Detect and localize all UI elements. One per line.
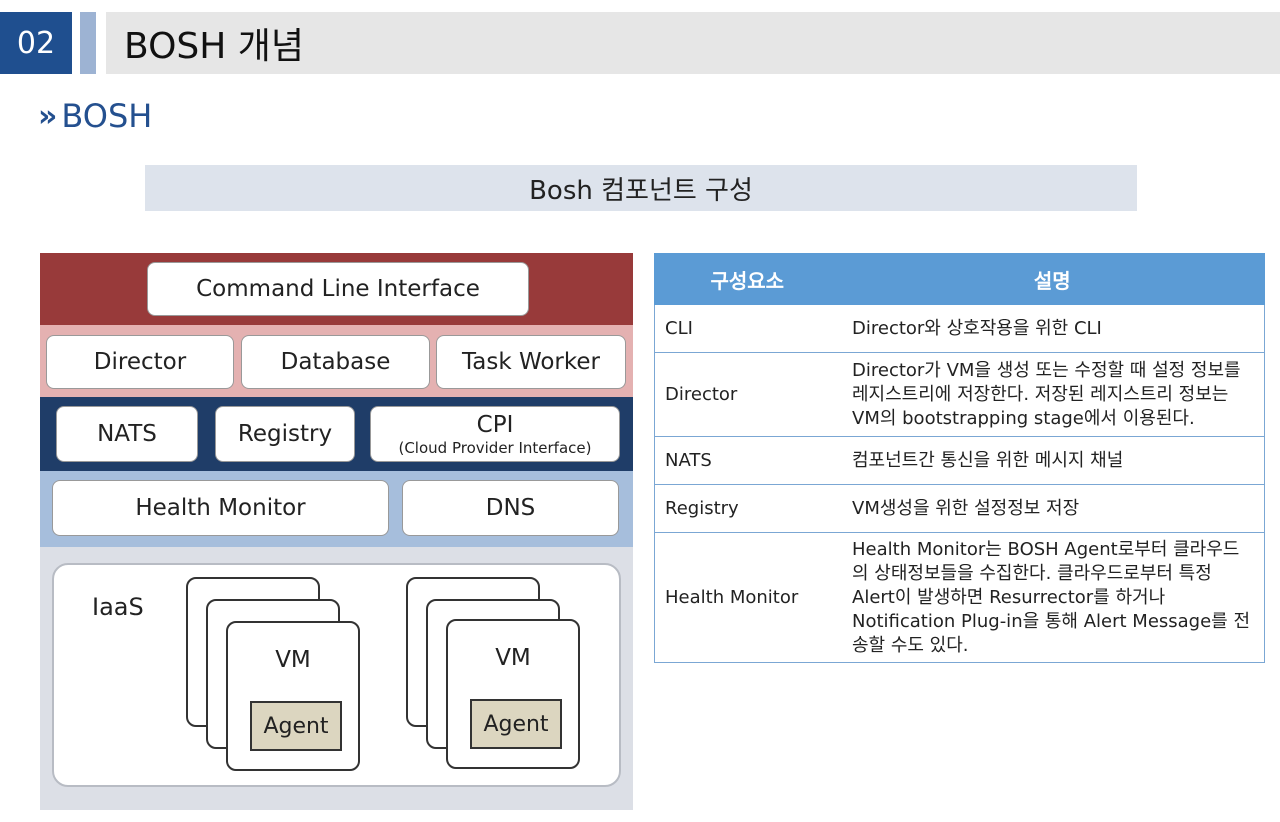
- component-cell: NATS: [654, 436, 840, 485]
- director-label: Director: [93, 349, 187, 375]
- description-line: Health Monitor는 BOSH Agent로부터 클라우드: [852, 538, 1240, 560]
- table-row: NATS 컴포넌트간 통신을 위한 메시지 채널: [654, 436, 1265, 485]
- agent-label: Agent: [483, 711, 549, 737]
- vm-card: VM Agent: [226, 621, 360, 771]
- vm-label: VM: [275, 647, 311, 673]
- component-cell: Registry: [654, 484, 840, 533]
- iaas-label: IaaS: [92, 593, 144, 621]
- subheading-text: BOSH: [61, 97, 153, 135]
- description-cell: VM생성을 위한 설정정보 저장: [840, 484, 1265, 533]
- description-line: VM의 bootstrapping stage에서 이용된다.: [852, 407, 1195, 429]
- double-chevron-icon: »: [38, 98, 57, 134]
- database-box: Database: [241, 335, 430, 389]
- health-monitor-label: Health Monitor: [135, 495, 306, 521]
- component-cell: Health Monitor: [654, 532, 840, 663]
- column-header-description: 설명: [839, 253, 1265, 305]
- description-line: Notification Plug-in을 통해 Alert Message를 …: [852, 610, 1251, 632]
- description-line: 의 상태정보들을 수집한다. 클라우드로부터 특정: [852, 562, 1212, 584]
- cli-label: Command Line Interface: [196, 276, 480, 302]
- nats-box: NATS: [56, 406, 198, 462]
- registry-box: Registry: [215, 406, 355, 462]
- director-layer: Director Database Task Worker: [40, 325, 633, 397]
- dns-box: DNS: [402, 480, 619, 536]
- description-cell: 컴포넌트간 통신을 위한 메시지 채널: [840, 436, 1265, 485]
- page-title: BOSH 개념: [124, 26, 305, 67]
- director-box: Director: [46, 335, 234, 389]
- description-line: VM생성을 위한 설정정보 저장: [852, 497, 1080, 519]
- description-line: Director와 상호작용을 위한 CLI: [852, 317, 1102, 339]
- cli-layer: Command Line Interface: [40, 253, 633, 325]
- vm-card: VM Agent: [446, 619, 580, 769]
- header-accent-bar: [80, 12, 96, 74]
- title-bar: BOSH 개념: [106, 12, 1280, 74]
- description-line: 송할 수도 있다.: [852, 634, 969, 656]
- agent-label: Agent: [263, 713, 329, 739]
- description-cell: Director와 상호작용을 위한 CLI: [840, 304, 1265, 353]
- description-line: 레지스트리에 저장한다. 저장된 레지스트리 정보는: [852, 383, 1229, 405]
- cli-box: Command Line Interface: [147, 262, 529, 316]
- cpi-box: CPI (Cloud Provider Interface): [370, 406, 620, 462]
- health-monitor-box: Health Monitor: [52, 480, 389, 536]
- task-worker-box: Task Worker: [436, 335, 626, 389]
- component-cell: CLI: [654, 304, 840, 353]
- monitoring-layer: Health Monitor DNS: [40, 471, 633, 547]
- table-row: Health Monitor Health Monitor는 BOSH Agen…: [654, 532, 1265, 663]
- description-line: Alert이 발생하면 Resurrector를 하거나: [852, 586, 1166, 608]
- description-cell: Health Monitor는 BOSH Agent로부터 클라우드 의 상태정…: [840, 532, 1265, 663]
- diagram-banner: Bosh 컴포넌트 구성: [145, 165, 1137, 211]
- cpi-sublabel: (Cloud Provider Interface): [398, 438, 592, 457]
- component-cell: Director: [654, 352, 840, 437]
- table-row: CLI Director와 상호작용을 위한 CLI: [654, 304, 1265, 353]
- section-number: 02: [0, 12, 72, 74]
- bosh-component-diagram: Command Line Interface Director Database…: [40, 253, 633, 810]
- component-table: 구성요소 설명 CLI Director와 상호작용을 위한 CLI Direc…: [654, 253, 1265, 663]
- dns-label: DNS: [485, 495, 536, 521]
- task-worker-label: Task Worker: [462, 349, 600, 375]
- database-label: Database: [280, 349, 391, 375]
- nats-label: NATS: [97, 421, 157, 447]
- agent-box: Agent: [470, 699, 562, 749]
- description-cell: Director가 VM을 생성 또는 수정할 때 설정 정보를 레지스트리에 …: [840, 352, 1265, 437]
- iaas-panel: IaaS VM Agent VM Agent: [52, 563, 621, 787]
- description-line: 컴포넌트간 통신을 위한 메시지 채널: [852, 449, 1124, 471]
- table-row: Registry VM생성을 위한 설정정보 저장: [654, 484, 1265, 533]
- cpi-label: CPI: [476, 411, 514, 438]
- vm-label: VM: [495, 645, 531, 671]
- column-header-component: 구성요소: [654, 253, 841, 305]
- table-header-row: 구성요소 설명: [654, 253, 1265, 305]
- iaas-layer: IaaS VM Agent VM Agent: [40, 547, 633, 810]
- agent-box: Agent: [250, 701, 342, 751]
- description-line: Director가 VM을 생성 또는 수정할 때 설정 정보를: [852, 359, 1241, 381]
- subheading: » BOSH: [38, 92, 152, 140]
- registry-label: Registry: [237, 421, 333, 447]
- messaging-layer: NATS Registry CPI (Cloud Provider Interf…: [40, 397, 633, 471]
- table-row: Director Director가 VM을 생성 또는 수정할 때 설정 정보…: [654, 352, 1265, 437]
